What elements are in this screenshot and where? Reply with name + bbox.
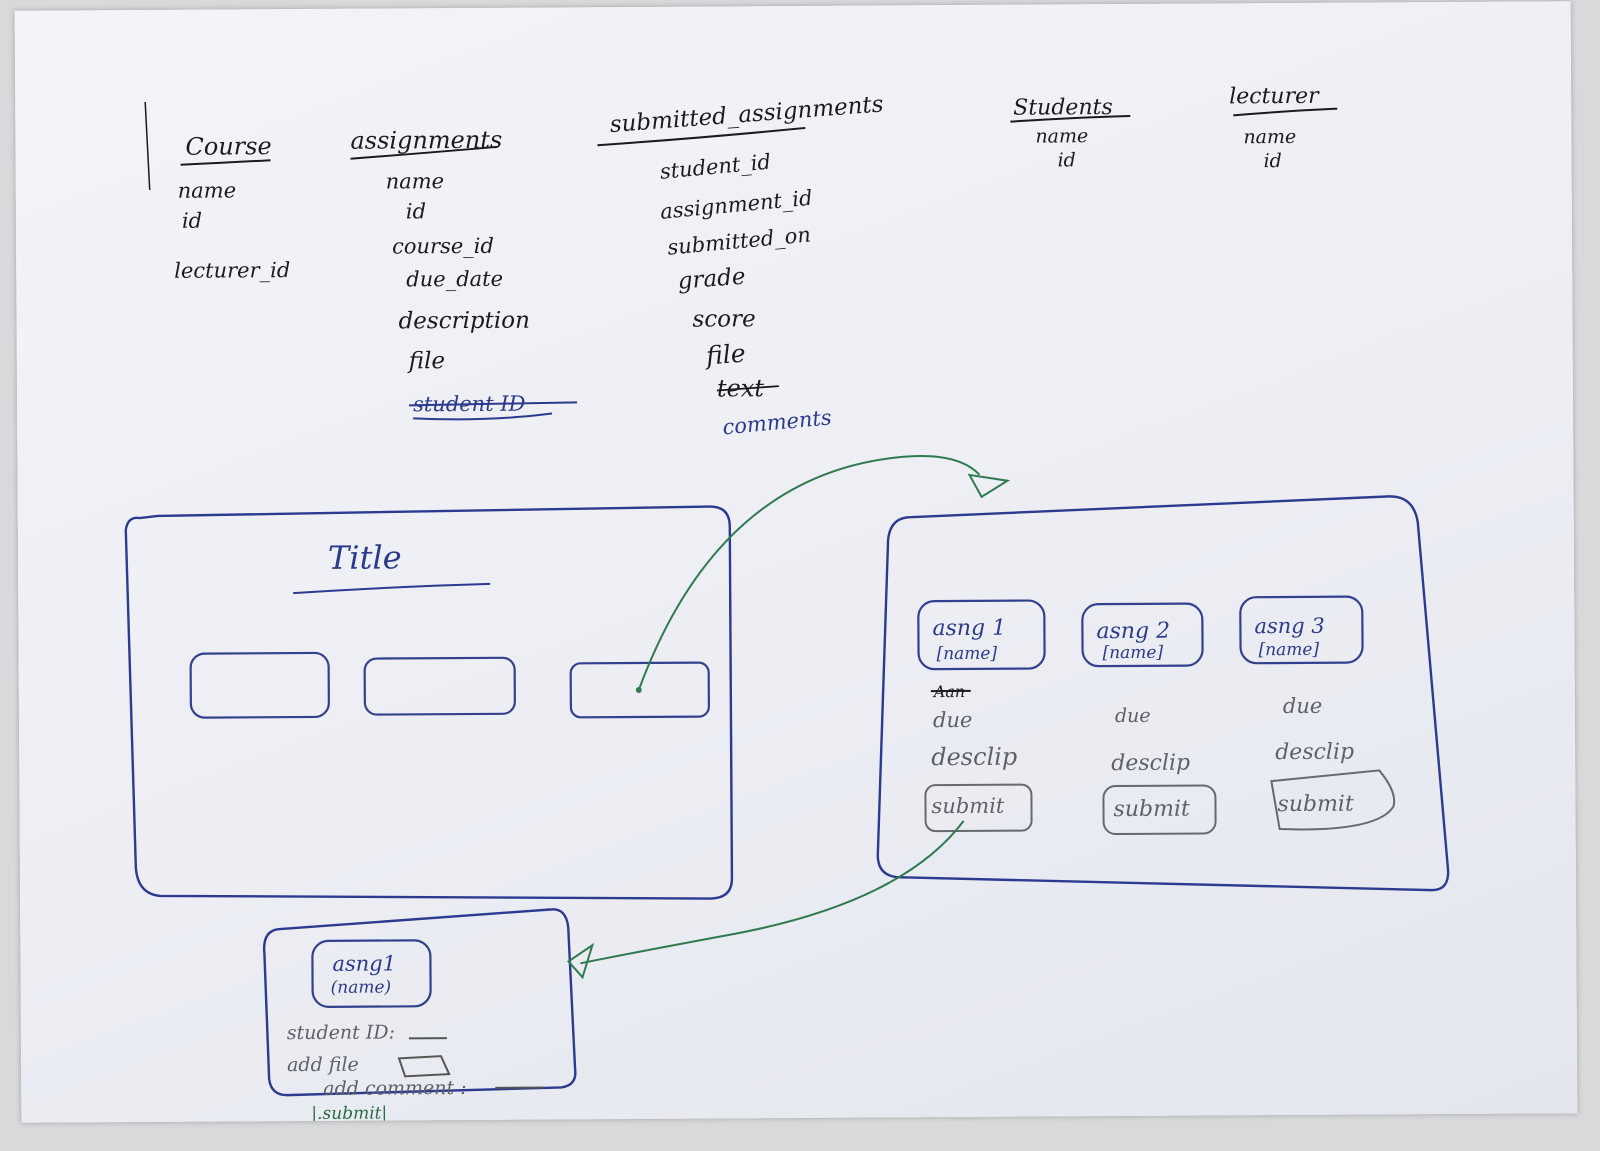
submitted-field-assignment-id: assignment_id bbox=[659, 186, 813, 224]
submitted-assignments-table: submitted_assignments student_id assignm… bbox=[597, 91, 885, 439]
course-title: Course bbox=[185, 132, 271, 161]
submitted-field-comments: comments bbox=[721, 405, 832, 439]
students-field-name: name bbox=[1035, 125, 1088, 147]
lecturer-field-name: name bbox=[1243, 126, 1296, 148]
asng-card-2-sub: [name] bbox=[1103, 643, 1164, 663]
asng-card-2-label: asng 2 bbox=[1096, 619, 1170, 644]
submit-card-sub: (name) bbox=[331, 977, 392, 997]
students-field-id: id bbox=[1057, 149, 1075, 171]
asng-card-1-label: asng 1 bbox=[932, 616, 1006, 641]
asng-card-2-submit-button[interactable] bbox=[1102, 784, 1217, 836]
assignments-field-file: file bbox=[407, 348, 445, 374]
course-card-3[interactable] bbox=[569, 661, 710, 719]
add-comment-label: add comment : bbox=[323, 1077, 467, 1100]
asng-card-3[interactable] bbox=[1239, 595, 1364, 665]
asng-card-1-submit-label: submit bbox=[931, 794, 1005, 818]
course-field-id: id bbox=[182, 209, 202, 233]
arrow-submit-to-form bbox=[580, 820, 965, 965]
submit-screen-frame[interactable] bbox=[262, 908, 577, 1097]
asng-card-1-due: due bbox=[933, 708, 973, 732]
students-title-underline bbox=[1010, 114, 1131, 123]
assignments-field-course-id: course_id bbox=[392, 234, 494, 259]
margin-mark bbox=[144, 101, 151, 190]
asng-card-3-due: due bbox=[1283, 694, 1323, 718]
add-file-label: add file bbox=[287, 1054, 359, 1076]
asng-card-3-sub: [name] bbox=[1258, 640, 1319, 660]
assignments-title: assignments bbox=[350, 126, 502, 155]
assignments-table: assignments name id course_id due_date d… bbox=[350, 126, 578, 421]
assignments-field-id: id bbox=[406, 199, 426, 223]
course-screen-mockup: Title bbox=[124, 505, 734, 900]
asng-card-2-submit-label: submit bbox=[1113, 797, 1190, 822]
assignments-field-due-date: due_date bbox=[406, 267, 503, 292]
assignments-screen-mockup: asng 1 [name] Aan due desclip submit asn… bbox=[876, 495, 1450, 892]
submit-screen-mockup: asng1 (name) student ID: add file add co… bbox=[262, 908, 577, 1123]
paper-sheet: Course name id lecturer_id assignments n… bbox=[14, 1, 1578, 1123]
course-table: Course name id lecturer_id bbox=[174, 132, 290, 283]
asng-card-2-due: due bbox=[1115, 705, 1151, 727]
submitted-field-submitted-on: submitted_on bbox=[666, 222, 811, 259]
arrow-head-assignments bbox=[967, 473, 1011, 499]
asng-card-1[interactable] bbox=[917, 599, 1046, 671]
assignments-field-name: name bbox=[386, 169, 445, 193]
file-picker-icon[interactable] bbox=[397, 1055, 451, 1078]
student-id-underline bbox=[413, 412, 553, 421]
flow-arrows bbox=[566, 455, 1011, 980]
sketch-canvas: Course name id lecturer_id assignments n… bbox=[124, 84, 1450, 1123]
student-id-label: student ID: bbox=[287, 1021, 395, 1044]
course-card-1[interactable] bbox=[189, 651, 330, 719]
assignments-title-underline bbox=[350, 145, 498, 160]
submit-card-label: asng1 bbox=[332, 951, 396, 975]
text-strike bbox=[716, 385, 779, 392]
course-screen-title: Title bbox=[328, 538, 402, 576]
submitted-title-underline bbox=[597, 126, 806, 147]
course-field-lecturer-id: lecturer_id bbox=[174, 258, 290, 283]
assignments-screen-frame bbox=[876, 495, 1450, 892]
course-title-underline bbox=[180, 159, 271, 166]
submit-asng-card bbox=[311, 939, 432, 1008]
asng-card-2-desc: desclip bbox=[1111, 751, 1190, 776]
lecturer-title-underline bbox=[1233, 107, 1338, 117]
submitted-title: submitted_assignments bbox=[609, 91, 885, 138]
students-table: Students name id bbox=[1010, 95, 1131, 171]
arrow-head-form bbox=[566, 942, 595, 980]
asng-card-3-label: asng 3 bbox=[1254, 614, 1324, 638]
submitted-field-file: file bbox=[703, 339, 747, 371]
course-screen-frame bbox=[124, 505, 734, 900]
submitted-field-grade: grade bbox=[677, 264, 747, 295]
course-field-name: name bbox=[178, 178, 237, 202]
lecturer-table: lecturer name id bbox=[1229, 84, 1338, 172]
asng-card-2[interactable] bbox=[1081, 602, 1204, 668]
submitted-field-student-id: student_id bbox=[659, 150, 772, 184]
course-card-2[interactable] bbox=[363, 656, 516, 716]
asng-card-1-desc: desclip bbox=[931, 743, 1017, 772]
assignments-field-description: description bbox=[398, 308, 530, 335]
lecturer-field-id: id bbox=[1263, 150, 1281, 172]
asng-card-3-submit-button[interactable] bbox=[1270, 769, 1396, 831]
lecturer-title: lecturer bbox=[1229, 84, 1320, 110]
arrow-course-to-assignments bbox=[637, 455, 981, 691]
submit-button[interactable]: |.submit| bbox=[311, 1104, 387, 1123]
strike-line bbox=[409, 401, 578, 407]
asng-card-3-desc: desclip bbox=[1275, 740, 1354, 765]
course-screen-title-underline bbox=[293, 582, 491, 595]
asng-card-3-submit-label: submit bbox=[1277, 792, 1354, 817]
asng-card-1-submit-button[interactable] bbox=[924, 783, 1033, 833]
submitted-field-score: score bbox=[692, 306, 755, 332]
asng-card-1-sub: [name] bbox=[937, 644, 998, 664]
